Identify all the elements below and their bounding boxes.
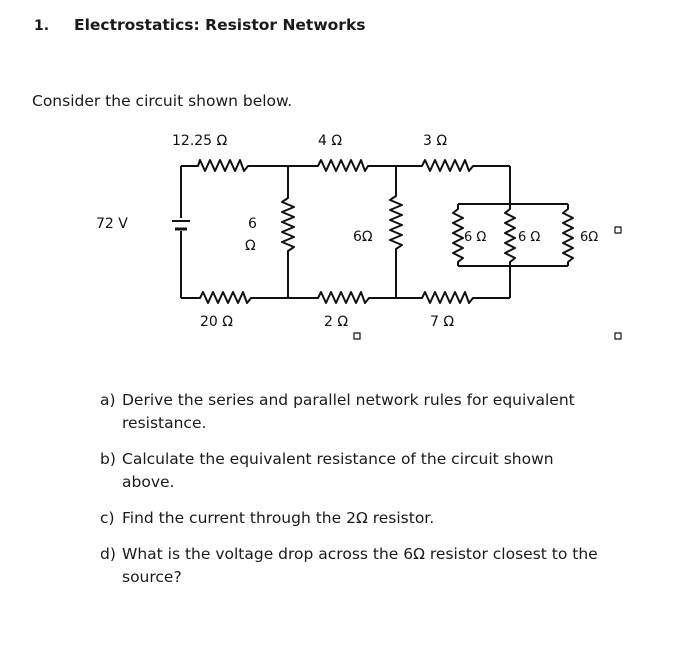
- label-6-ohm-par3: 6Ω: [580, 230, 598, 245]
- label-6-ohm-par1: 6 Ω: [464, 230, 486, 245]
- resistor-bottom-7: [396, 291, 510, 304]
- resistor-bottom-20: [181, 291, 288, 304]
- resistor-bottom-2: [288, 291, 396, 304]
- label-6-ohm-par2: 6 Ω: [518, 230, 540, 245]
- label-12-25-ohm: 12.25 Ω: [172, 133, 228, 149]
- label-6-ohm-mid: 6Ω: [353, 229, 373, 245]
- circuit-diagram: 12.25 Ω 4 Ω 3 Ω 72 V 6 Ω 6Ω 6 Ω 6 Ω 6Ω 2…: [96, 133, 622, 340]
- label-7-ohm: 7 Ω: [430, 314, 454, 330]
- label-source-72v: 72 V: [96, 216, 128, 232]
- resistor-top-4: [288, 159, 396, 172]
- resistor-parallel-a: [452, 204, 464, 266]
- label-20-ohm: 20 Ω: [200, 314, 233, 330]
- resistor-parallel-b: [504, 204, 516, 266]
- stray-box-corner: [614, 332, 622, 340]
- question-number: 1.: [34, 18, 50, 34]
- label-6-unit: Ω: [245, 238, 256, 254]
- resistor-top-3: [396, 159, 510, 172]
- question-a: a)Derive the series and parallel network…: [100, 391, 575, 432]
- stray-box-right: [614, 226, 622, 234]
- question-title: Electrostatics: Resistor Networks: [74, 16, 366, 34]
- question-c: c)Find the current through the 2Ω resist…: [100, 509, 435, 527]
- label-6-num: 6: [248, 216, 257, 232]
- resistor-rung-6-first: [281, 166, 295, 298]
- label-2-ohm: 2 Ω: [324, 314, 348, 330]
- resistor-parallel-c: [562, 204, 574, 266]
- stray-box-bottom: [353, 332, 361, 340]
- label-4-ohm: 4 Ω: [318, 133, 342, 149]
- question-b: b)Calculate the equivalent resistance of…: [100, 450, 554, 491]
- intro-text: Consider the circuit shown below.: [32, 92, 293, 110]
- resistor-rung-6-second: [389, 166, 403, 298]
- resistor-top-12-25: [181, 159, 288, 172]
- label-3-ohm: 3 Ω: [423, 133, 447, 149]
- question-d: d)What is the voltage drop across the 6Ω…: [100, 545, 598, 586]
